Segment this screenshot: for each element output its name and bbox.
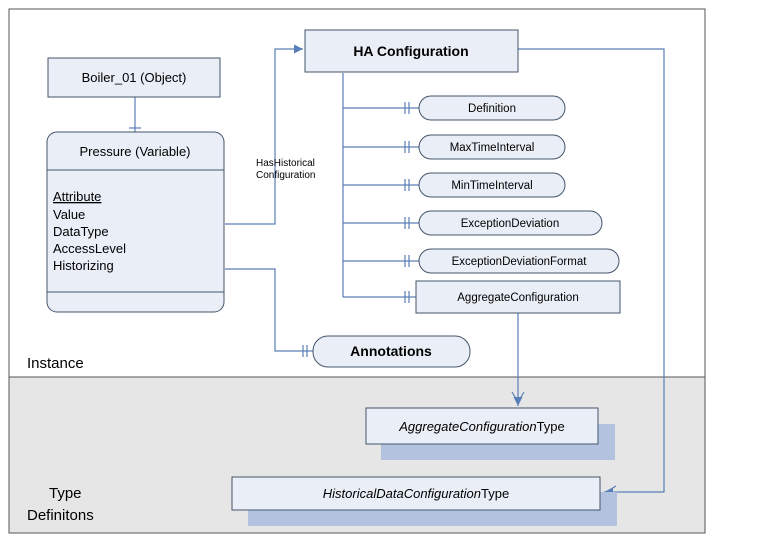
- pressure-attributes-heading: Attribute: [53, 189, 101, 204]
- pressure-attr-value: Value: [53, 207, 85, 222]
- type-definitions-label-line2: Definitons: [27, 507, 94, 524]
- ha-child-exception-deviation-label: ExceptionDeviation: [461, 218, 559, 230]
- ha-child-definition-label: Definition: [468, 103, 516, 115]
- annotations-label: Annotations: [350, 343, 432, 359]
- pressure-attr-datatype: DataType: [53, 224, 109, 239]
- aggregate-configuration-node[interactable]: AggregateConfiguration: [415, 280, 621, 314]
- ha-configuration-label: HA Configuration: [353, 43, 468, 59]
- pressure-attr-historizing: Historizing: [53, 258, 114, 273]
- boiler-node[interactable]: Boiler_01 (Object): [47, 57, 221, 98]
- has-historical-connector: [225, 44, 303, 225]
- ha-child-exception-deviation-format[interactable]: ExceptionDeviationFormat: [418, 248, 620, 274]
- ha-child-exception-deviation-format-label: ExceptionDeviationFormat: [452, 256, 588, 268]
- annotations-node[interactable]: Annotations: [312, 335, 471, 368]
- pressure-title: Pressure (Variable): [79, 144, 190, 159]
- ha-child-max-time-interval[interactable]: MaxTimeInterval: [418, 134, 566, 160]
- ha-child-definition[interactable]: Definition: [418, 95, 566, 121]
- ha-to-historical-type-connector: [518, 48, 665, 497]
- aggregate-configuration-type-node[interactable]: AggregateConfigurationType: [365, 407, 615, 460]
- instance-label: Instance: [27, 355, 84, 372]
- boiler-label: Boiler_01 (Object): [82, 70, 187, 85]
- has-historical-label-line2: Configuration: [256, 170, 315, 181]
- ha-child-connectors: [343, 102, 419, 303]
- pressure-node[interactable]: Pressure (Variable) Attribute Value Data…: [46, 131, 225, 313]
- pressure-attr-accesslevel: AccessLevel: [53, 241, 126, 256]
- historical-type-label: HistoricalDataConfigurationType: [323, 486, 509, 501]
- ha-child-min-time-interval-label: MinTimeInterval: [451, 180, 532, 192]
- type-definitions-label-line1: Type: [49, 485, 82, 502]
- historical-data-configuration-type-node[interactable]: HistoricalDataConfigurationType: [231, 476, 617, 526]
- ha-child-min-time-interval[interactable]: MinTimeInterval: [418, 172, 566, 198]
- ha-child-max-time-interval-label: MaxTimeInterval: [450, 142, 535, 154]
- ha-child-exception-deviation[interactable]: ExceptionDeviation: [418, 210, 603, 236]
- pressure-to-annotations-connector: [225, 268, 313, 352]
- aggregate-type-label: AggregateConfigurationType: [398, 419, 565, 434]
- ha-configuration-node[interactable]: HA Configuration: [304, 29, 519, 73]
- aggregate-configuration-label: AggregateConfiguration: [457, 292, 578, 304]
- has-historical-label-line1: HasHistorical: [256, 158, 315, 169]
